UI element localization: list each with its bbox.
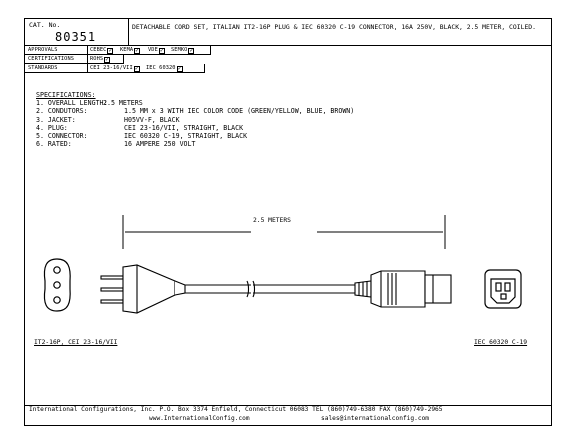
- product-description: DETACHABLE CORD SET, ITALIAN IT2-16P PLU…: [132, 23, 536, 31]
- spec-value: IEC 60320 C-19, STRAIGHT, BLACK: [124, 131, 248, 140]
- standard-cei: CEI 23-16/VII✓: [90, 65, 140, 72]
- check-icon: ✓: [104, 56, 111, 63]
- spec-value: 16 AMPERE 250 VOLT: [124, 140, 196, 149]
- spec-key: 4. PLUG:: [36, 123, 68, 132]
- spec-value: 1.5 MM x 3 WITH IEC COLOR CODE (GREEN/YE…: [124, 107, 355, 116]
- spec-value: 2.5 METERS: [103, 99, 143, 108]
- website-link[interactable]: www.InternationalConfig.com: [149, 415, 250, 422]
- spec-row: 6. RATED: 16 AMPERE 250 VOLT: [36, 140, 416, 148]
- plug-face-icon: [43, 258, 71, 312]
- check-icon: ✓: [176, 65, 183, 72]
- length-label: 2.5 METERS: [253, 217, 291, 224]
- title-block: CAT. No. 80351 DETACHABLE CORD SET, ITAL…: [25, 19, 551, 79]
- connector-face-icon: [484, 269, 522, 309]
- spec-row: 1. OVERALL LENGTH:2.5 METERS: [36, 99, 416, 107]
- check-icon: ✓: [158, 47, 165, 54]
- cord-icon: [185, 280, 355, 298]
- approval-kema: KEMA✓: [120, 47, 141, 54]
- email-link[interactable]: sales@internationalconfig.com: [321, 415, 430, 422]
- drawing-sheet: CAT. No. 80351 DETACHABLE CORD SET, ITAL…: [24, 18, 552, 426]
- standards-label: STANDARDS: [28, 65, 58, 71]
- spec-row: 5. CONNECTOR: IEC 60320 C-19, STRAIGHT, B…: [36, 132, 416, 140]
- catalog-number: 80351: [55, 30, 97, 44]
- check-icon: ✓: [188, 47, 195, 54]
- connector-caption: IEC 60320 C-19: [474, 339, 528, 346]
- spec-value: CEI 23-16/VII, STRAIGHT, BLACK: [124, 123, 244, 132]
- approvals-label-cell: APPROVALS: [25, 46, 88, 55]
- specifications-block: SPECIFICATIONS: 1. OVERALL LENGTH:2.5 ME…: [36, 91, 416, 148]
- description-cell: DETACHABLE CORD SET, ITALIAN IT2-16P PLU…: [129, 19, 551, 46]
- spec-row: 4. PLUG: CEI 23-16/VII, STRAIGHT, BLACK: [36, 124, 416, 132]
- certification-rohs: ROHS✓: [90, 56, 111, 63]
- certifications-label: CERTIFICATIONS: [28, 56, 75, 62]
- standards-values-cell: CEI 23-16/VII✓ IEC 60320✓: [88, 64, 205, 73]
- check-icon: ✓: [134, 47, 141, 54]
- spec-value: H05VV-F, BLACK: [124, 115, 180, 124]
- approval-cebec: CEBEC✓: [90, 47, 114, 54]
- cord-set-drawing: [43, 215, 522, 314]
- spec-key: 1. OVERALL LENGTH:: [36, 99, 108, 108]
- check-icon: ✓: [133, 65, 140, 72]
- approval-semko: SEMKO✓: [171, 47, 195, 54]
- spec-row: 2. CONDUTORS: 1.5 MM x 3 WITH IEC COLOR C…: [36, 107, 416, 115]
- footer-divider: [25, 405, 551, 406]
- connector-side-icon: [354, 270, 452, 308]
- catalog-number-cell: CAT. No. 80351: [25, 19, 129, 46]
- spec-key: 2. CONDUTORS:: [36, 107, 88, 116]
- standards-label-cell: STANDARDS: [25, 64, 88, 73]
- plug-caption: IT2-16P, CEI 23-16/VII: [34, 339, 118, 346]
- catalog-label: CAT. No.: [29, 21, 61, 29]
- certifications-values-cell: ROHS✓: [88, 55, 124, 64]
- length-dimension: [122, 215, 446, 249]
- approvals-label: APPROVALS: [28, 47, 58, 53]
- spec-key: 6. RATED:: [36, 140, 72, 149]
- approvals-values-cell: CEBEC✓ KEMA✓ VDE✓ SEMKO✓: [88, 46, 211, 55]
- approval-vde: VDE✓: [148, 47, 165, 54]
- company-address: International Configurations, Inc. P.O. …: [29, 406, 443, 413]
- standard-iec: IEC 60320✓: [146, 65, 183, 72]
- certifications-label-cell: CERTIFICATIONS: [25, 55, 88, 64]
- spec-key: 3. JACKET:: [36, 115, 76, 124]
- check-icon: ✓: [107, 47, 114, 54]
- spec-key: 5. CONNECTOR:: [36, 131, 88, 140]
- spec-row: 3. JACKET: H05VV-F, BLACK: [36, 116, 416, 124]
- specifications-title: SPECIFICATIONS:: [36, 91, 96, 99]
- plug-side-icon: [100, 264, 186, 314]
